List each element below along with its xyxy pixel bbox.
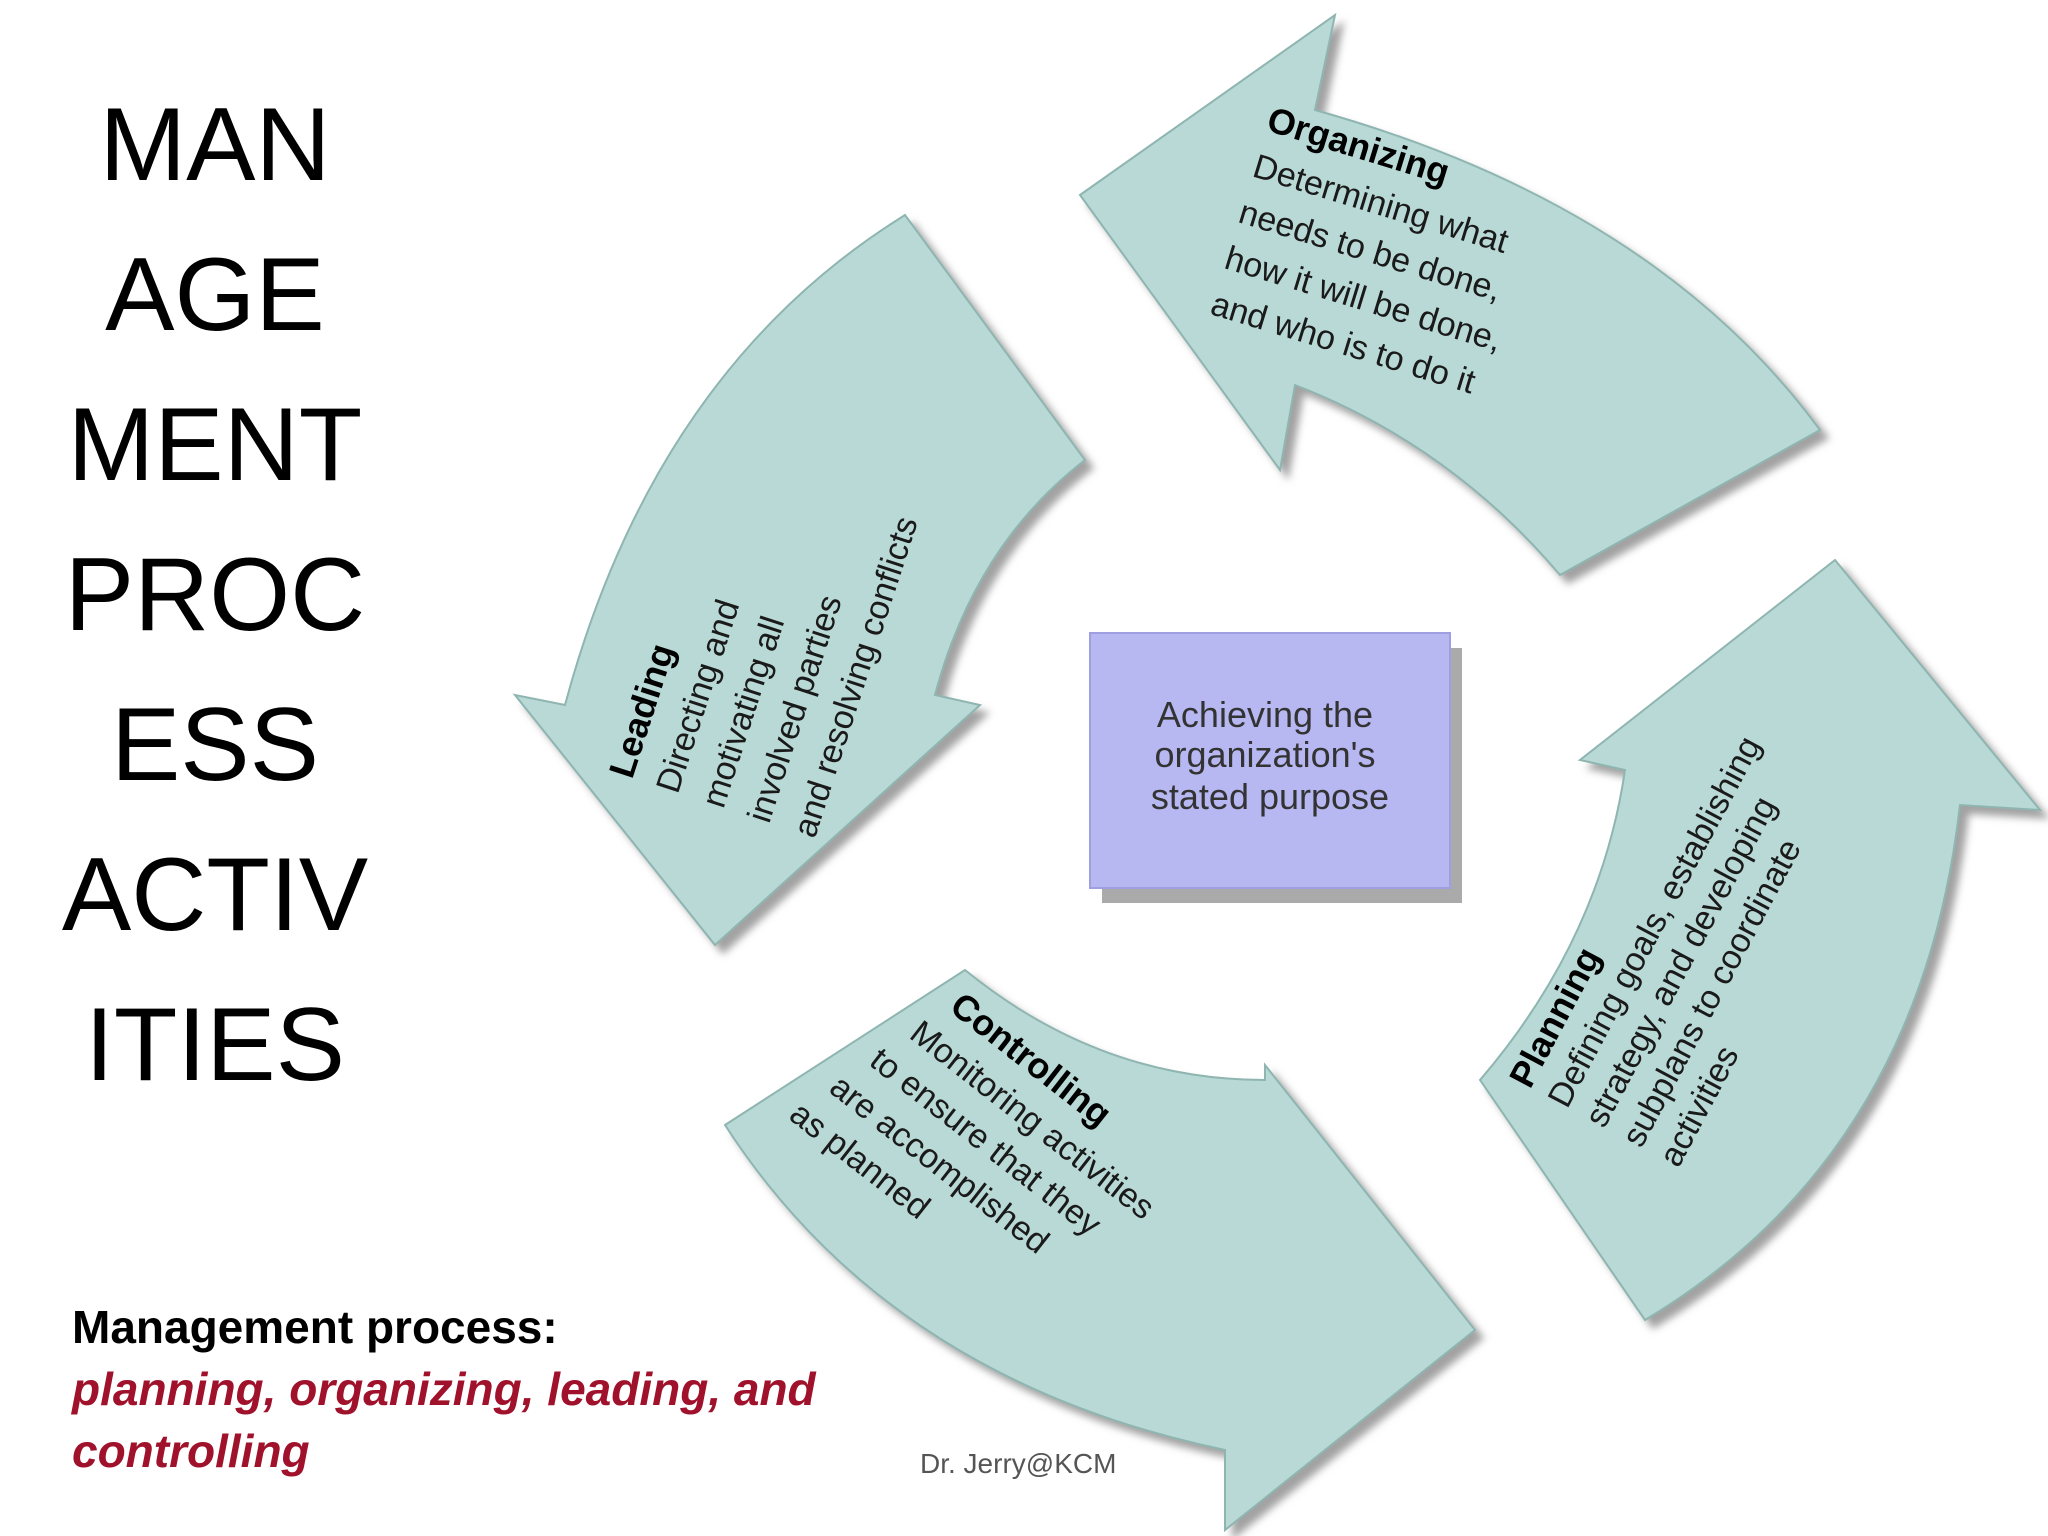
title-line: MENT (67, 387, 363, 503)
title-line: ITIES (84, 987, 346, 1103)
center-box (1089, 632, 1451, 889)
vertical-title: MAN AGE MENT PROC ESS ACTIV ITIES (30, 70, 400, 1120)
caption-list: planning, organizing, leading, and contr… (72, 1363, 816, 1477)
title-line: PROC (64, 537, 366, 653)
leading-arrow (512, 213, 1087, 947)
caption-heading: Management process: (72, 1301, 558, 1353)
center-line: organization's (1154, 734, 1375, 775)
title-line: ACTIV (61, 837, 369, 953)
center-text: Achieving the organization's stated purp… (1151, 694, 1389, 817)
center-line: Achieving the (1157, 694, 1373, 735)
controlling-arrow (723, 968, 1477, 1533)
organizing-arrow (1078, 12, 1822, 577)
title-line: AGE (105, 237, 325, 353)
footer-credit: Dr. Jerry@KCM (920, 1448, 1117, 1479)
title-line: ESS (110, 687, 320, 803)
planning-arrow (1478, 558, 2043, 1322)
center-line: stated purpose (1151, 776, 1389, 817)
title-line: MAN (99, 87, 331, 203)
caption: Management process: planning, organizing… (72, 1296, 972, 1482)
